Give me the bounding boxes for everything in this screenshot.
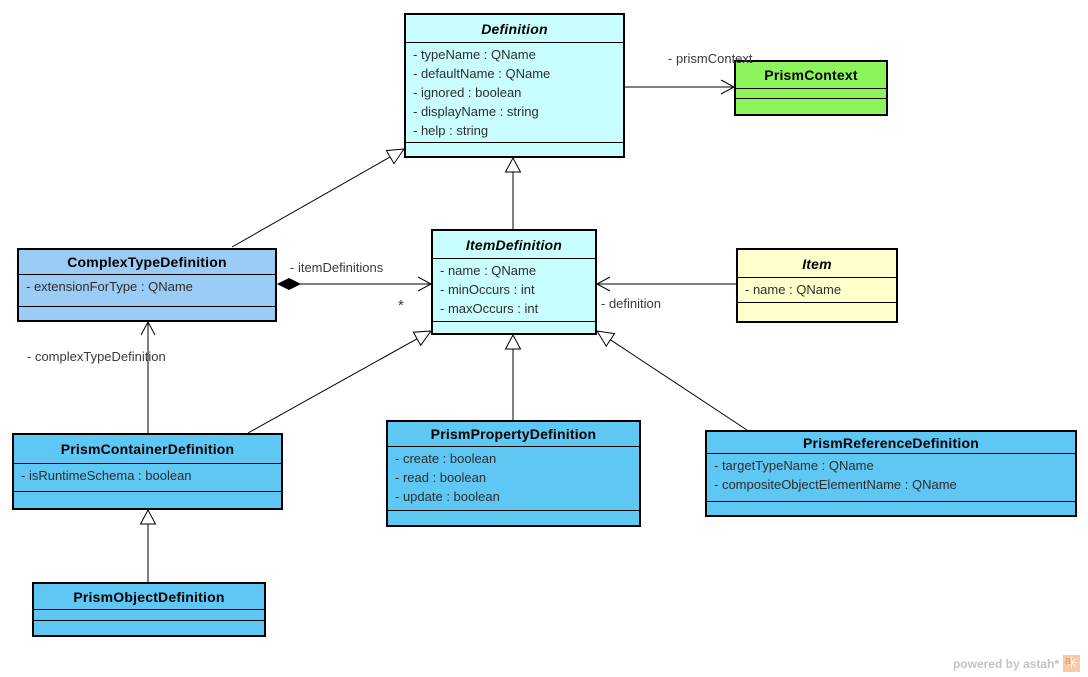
edge-multiplicity-star: * xyxy=(398,297,404,314)
attribute: - compositeObjectElementName : QName xyxy=(714,477,957,492)
class-title: PrismContext xyxy=(764,67,858,83)
attributes-compartment: - create : boolean - read : boolean - up… xyxy=(388,446,639,510)
hollow-triangle-icon xyxy=(596,330,616,348)
attributes-compartment: - name : QName - minOccurs : int - maxOc… xyxy=(433,258,595,321)
attribute: - create : boolean xyxy=(395,451,497,466)
class-definition: Definition - typeName : QName - defaultN… xyxy=(404,13,625,158)
class-title: ItemDefinition xyxy=(465,236,563,253)
class-title: Definition xyxy=(481,20,548,37)
class-title: PrismReferenceDefinition xyxy=(803,434,979,451)
attributes-compartment: - typeName : QName - defaultName : QName… xyxy=(406,42,623,142)
filled-diamond-icon xyxy=(276,277,302,291)
attributes-compartment xyxy=(34,609,264,620)
hollow-triangle-icon xyxy=(504,333,522,350)
attribute: - isRuntimeSchema : boolean xyxy=(21,468,192,483)
attributes-compartment: - targetTypeName : QName - compositeObje… xyxy=(707,453,1075,501)
hollow-triangle-icon xyxy=(139,508,157,525)
attributes-compartment xyxy=(736,88,886,98)
star-glyph: ✳ xyxy=(1065,655,1078,672)
attributes-compartment: - extensionForType : QName xyxy=(19,274,275,306)
generalization-prismcontainerdefinition-itemdefinition xyxy=(247,330,433,434)
operations-compartment xyxy=(738,302,896,321)
class-title: PrismContainerDefinition xyxy=(60,441,235,457)
astah-logo-icon: ✳ a xyxy=(1063,655,1080,672)
watermark: powered by astah* ✳ a xyxy=(953,655,1080,672)
attributes-compartment: - name : QName xyxy=(738,277,896,302)
class-title: Item xyxy=(802,255,832,272)
open-arrowhead-icon xyxy=(140,320,156,336)
class-prismcontainerdefinition: PrismContainerDefinition - isRuntimeSche… xyxy=(12,433,283,510)
attribute: - help : string xyxy=(413,123,489,138)
class-prismobjectdefinition: PrismObjectDefinition xyxy=(32,582,266,637)
attribute: - displayName : string xyxy=(413,104,539,119)
attribute: - ignored : boolean xyxy=(413,85,522,100)
operations-compartment xyxy=(14,491,281,508)
class-title: ComplexTypeDefinition xyxy=(67,254,227,270)
attribute: - minOccurs : int xyxy=(440,282,535,297)
attribute: - targetTypeName : QName xyxy=(714,458,874,473)
attributes-compartment: - isRuntimeSchema : boolean xyxy=(14,463,281,491)
generalization-prismpropertydefinition-itemdefinition xyxy=(504,333,522,420)
edge-label-definition: - definition xyxy=(601,296,661,311)
generalization-prismreferencedefinition-itemdefinition xyxy=(596,330,748,431)
edge-label-prismcontext: - prismContext xyxy=(668,51,753,66)
watermark-text: powered by astah* xyxy=(952,656,1059,671)
generalization-prismobjectdefinition-prismcontainerdefinition xyxy=(139,508,157,582)
generalization-complextypedefinition-definition xyxy=(231,148,406,248)
class-prismpropertydefinition: PrismPropertyDefinition - create : boole… xyxy=(386,420,641,527)
class-title: PrismPropertyDefinition xyxy=(430,426,597,442)
edge-label-complextypedefinition: - complexTypeDefinition xyxy=(27,349,166,364)
operations-compartment xyxy=(707,501,1075,515)
operations-compartment xyxy=(406,142,623,156)
class-item: Item - name : QName xyxy=(736,248,898,323)
association-item-itemdefinition xyxy=(595,276,736,292)
hollow-triangle-icon xyxy=(504,156,522,173)
attribute: - typeName : QName xyxy=(413,47,536,62)
attribute: - maxOccurs : int xyxy=(440,301,539,316)
operations-compartment xyxy=(19,306,275,320)
hollow-triangle-icon xyxy=(385,148,406,165)
association-definition-prismcontext xyxy=(625,79,736,95)
attribute: - update : boolean xyxy=(395,489,500,504)
operations-compartment xyxy=(433,321,595,333)
attribute: - name : QName xyxy=(745,282,842,297)
class-prismreferencedefinition: PrismReferenceDefinition - targetTypeNam… xyxy=(705,430,1077,517)
composition-complextypedefinition-itemdefinitions xyxy=(276,276,433,292)
association-prismcontainerdefinition-complextypedefinition xyxy=(140,320,156,433)
class-prismcontext: PrismContext xyxy=(734,60,888,116)
attribute: - name : QName xyxy=(440,263,537,278)
attribute: - read : boolean xyxy=(395,470,487,485)
hollow-triangle-icon xyxy=(412,330,433,347)
operations-compartment xyxy=(388,510,639,525)
open-arrowhead-icon xyxy=(595,276,611,292)
class-complextypedefinition: ComplexTypeDefinition - extensionForType… xyxy=(17,248,277,322)
attribute: - extensionForType : QName xyxy=(26,279,193,294)
edge-label-itemdefinitions: - itemDefinitions xyxy=(290,260,384,275)
class-itemdefinition: ItemDefinition - name : QName - minOccur… xyxy=(431,229,597,335)
generalization-itemdefinition-definition xyxy=(504,156,522,229)
class-title: PrismObjectDefinition xyxy=(73,588,225,605)
a-glyph: a xyxy=(1065,655,1072,667)
attribute: - defaultName : QName xyxy=(413,66,551,81)
operations-compartment xyxy=(34,620,264,635)
operations-compartment xyxy=(736,98,886,114)
